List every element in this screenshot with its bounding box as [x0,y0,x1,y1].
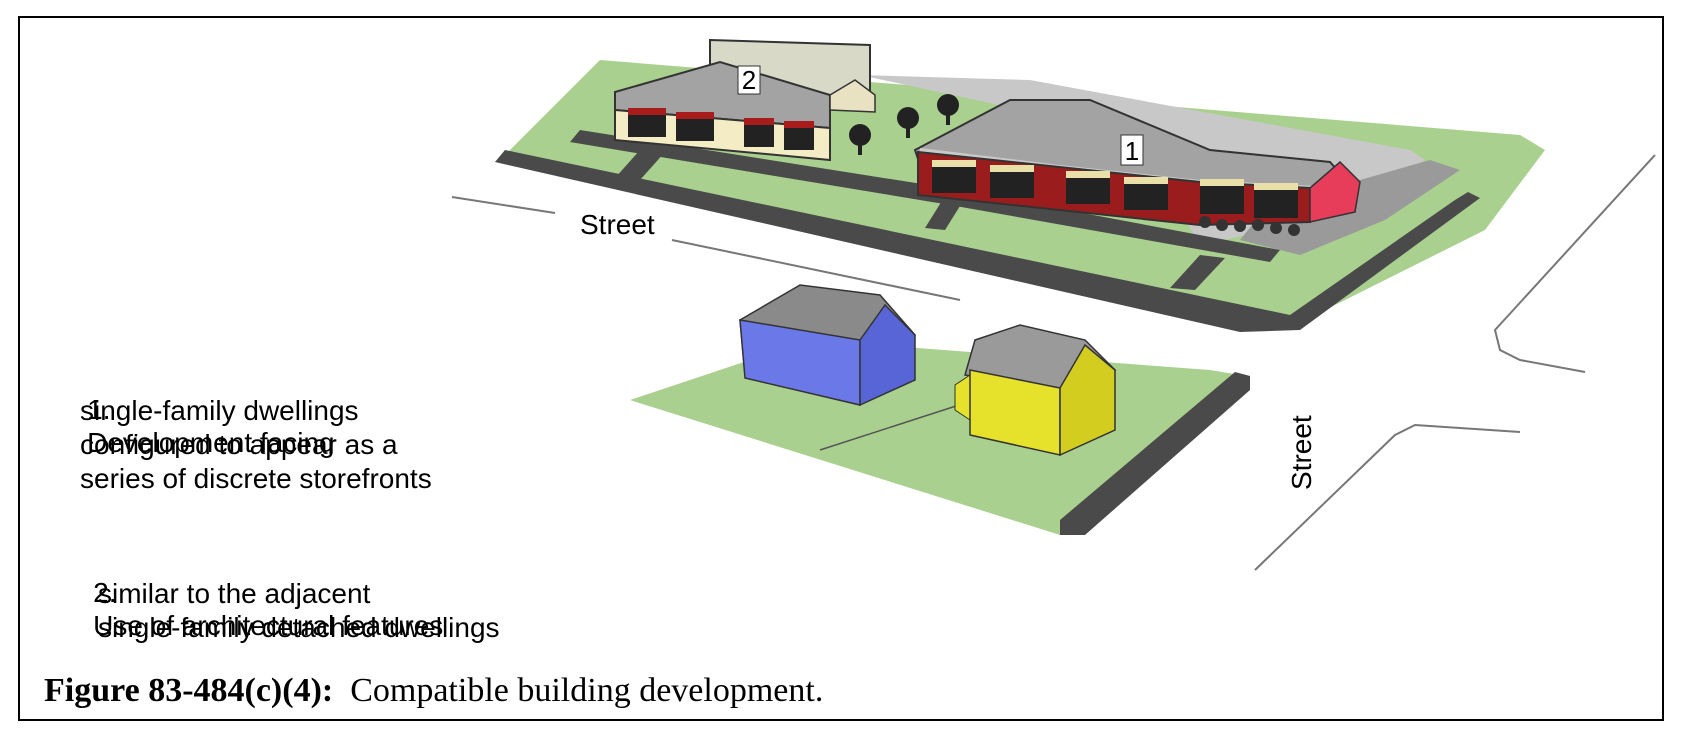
drive-stub-2 [1170,255,1225,290]
street-label-horizontal: Street [580,209,655,240]
legend-item-1: 1. Development facing [56,360,335,492]
patio-tables [1199,216,1300,236]
street-edge-upper [451,196,556,214]
legend-item-1-line-4: series of discrete storefronts [80,463,432,494]
figure-caption: Figure 83-484(c)(4): Compatible building… [44,672,823,710]
legend-item-2-line-3: single-family detached dwellings [98,612,500,643]
drive-stub-3 [615,150,665,180]
building-2 [614,38,876,162]
house-yellow [954,324,1117,457]
legend-item-2-number: 2. [93,577,117,608]
street-edge-right [1493,154,1656,373]
legend-item-1-number: 1. [87,394,111,425]
street-label-vertical: Street [1286,415,1317,490]
figure-number: Figure 83-484(c)(4): [44,672,334,709]
legend-item-2-line-1: Use of architectural features [93,610,444,641]
building-1-label-box [1120,134,1144,166]
legend-item-2-line-2: similar to the adjacent [98,578,371,609]
street-edge-upper-2 [671,239,961,301]
legend-item-1-line-1: Development facing [87,427,335,458]
lower-parcel-road [1060,372,1250,535]
figure-title: Compatible building development. [350,672,824,709]
house-blue [739,284,916,407]
legend-item-1-line-3: configured to appear as a [80,429,398,460]
building-2-number: 2 [742,65,756,95]
legend-item-2: 2. Use of architectural features [62,543,443,675]
legend-item-1-line-2: single-family dwellings [80,395,359,426]
lower-parcel-grass [630,340,1240,535]
street-edge-lower [1254,423,1521,571]
trees [849,94,959,155]
building-2-label-box [737,65,761,95]
building-1-number: 1 [1125,136,1139,166]
